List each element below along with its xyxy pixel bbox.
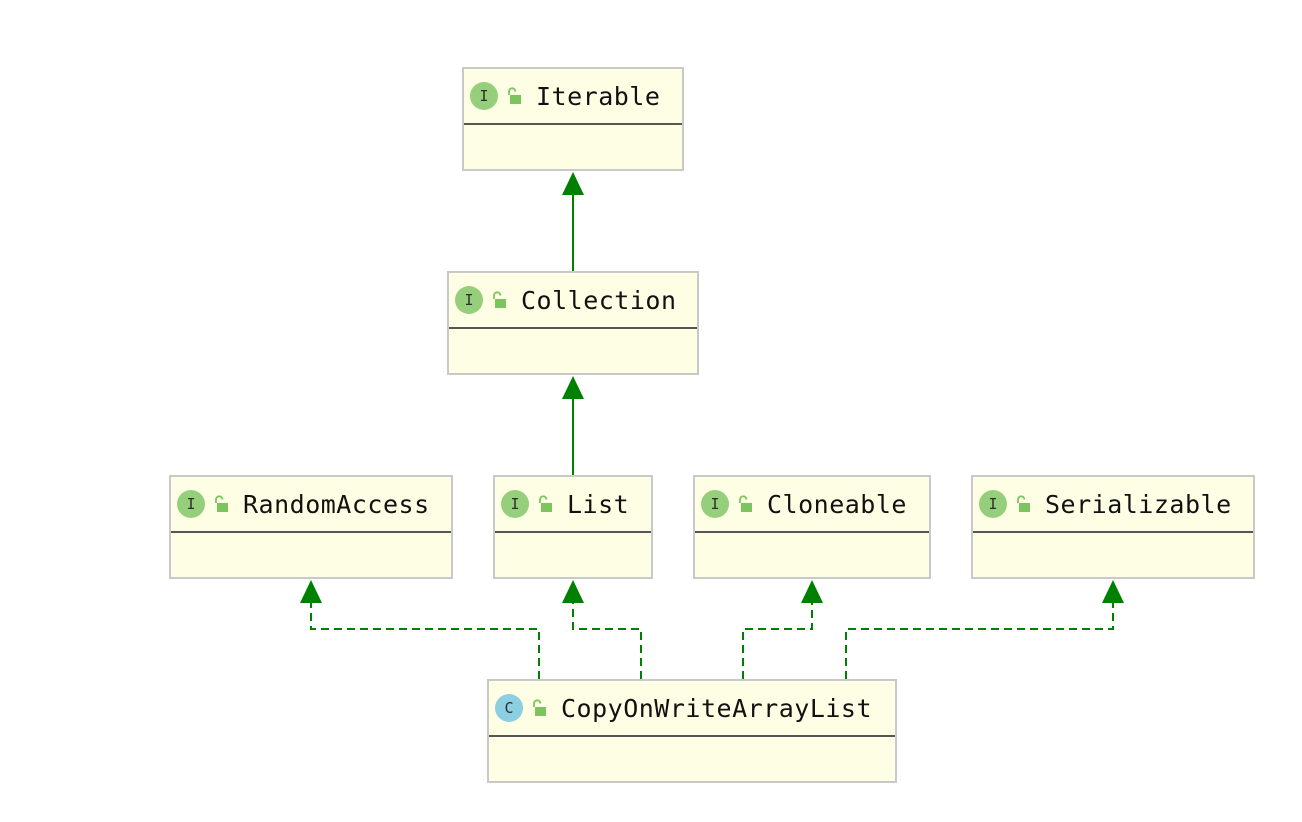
type-name: RandomAccess [243,489,430,519]
type-name: CopyOnWriteArrayList [561,693,873,723]
interface-badge-icon: I [701,490,729,518]
unlocked-padlock-icon [533,699,546,716]
arrowhead-collection-to-iterable [562,172,584,195]
interface-badge-icon: I [177,490,205,518]
class-badge-icon: C [495,694,523,722]
unlocked-padlock-icon [493,291,506,308]
uml-interface-list[interactable]: I List [493,475,653,579]
implements-edge-copy-on-write-array-list-to-random-access [310,602,540,679]
arrowhead-list-to-collection [562,376,584,399]
uml-class-copy-on-write-array-list[interactable]: C CopyOnWriteArrayList [487,679,897,783]
uml-box-header: I Collection [449,273,697,329]
arrowhead-copy-on-write-array-list-to-serializable [1102,580,1124,603]
uml-box-header: I Serializable [973,477,1253,533]
unlocked-padlock-icon [1017,495,1030,512]
uml-interface-random-access[interactable]: I RandomAccess [169,475,453,579]
uml-interface-cloneable[interactable]: I Cloneable [693,475,931,579]
interface-badge-icon: I [501,490,529,518]
uml-box-header: I List [495,477,651,533]
type-name: Collection [521,285,677,315]
unlocked-padlock-icon [508,87,521,104]
uml-interface-collection[interactable]: I Collection [447,271,699,375]
implements-edge-copy-on-write-array-list-to-list [572,602,642,679]
unlocked-padlock-icon [739,495,752,512]
type-name: Iterable [536,81,661,111]
type-name: List [567,489,630,519]
uml-box-header: I RandomAccess [171,477,451,533]
uml-box-header: I Cloneable [695,477,929,533]
uml-box-header: C CopyOnWriteArrayList [489,681,895,737]
uml-interface-serializable[interactable]: I Serializable [971,475,1255,579]
arrowhead-copy-on-write-array-list-to-cloneable [801,580,823,603]
unlocked-padlock-icon [215,495,228,512]
uml-interface-iterable[interactable]: I Iterable [462,67,684,171]
interface-badge-icon: I [470,82,498,110]
uml-box-header: I Iterable [464,69,682,125]
interface-badge-icon: I [455,286,483,314]
implements-edge-copy-on-write-array-list-to-serializable [845,602,1114,679]
arrowhead-copy-on-write-array-list-to-random-access [300,580,322,603]
implements-edge-copy-on-write-array-list-to-cloneable [742,602,813,679]
unlocked-padlock-icon [539,495,552,512]
type-name: Serializable [1045,489,1232,519]
arrowhead-copy-on-write-array-list-to-list [562,580,584,603]
interface-badge-icon: I [979,490,1007,518]
type-name: Cloneable [767,489,907,519]
